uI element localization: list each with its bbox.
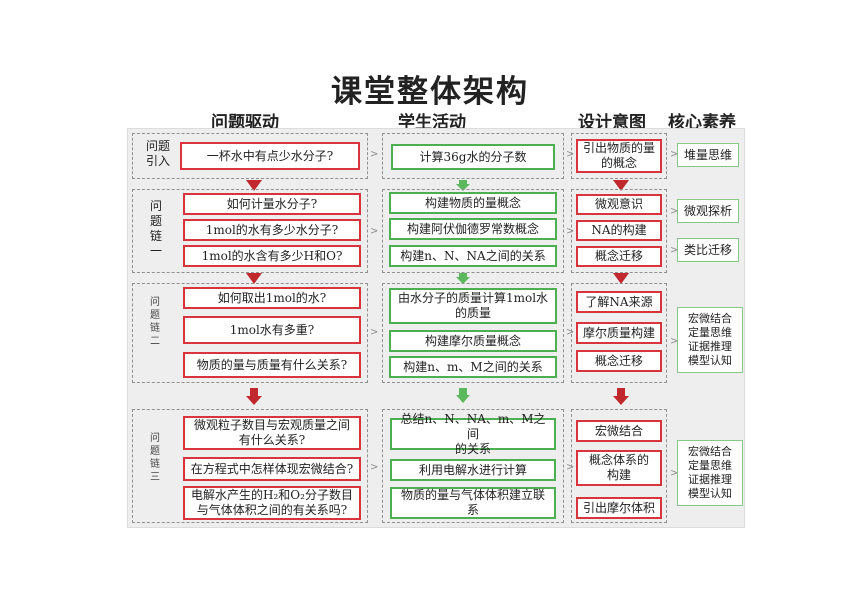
- chevron-right-icon: >: [566, 462, 575, 473]
- design-box: 摩尔质量构建: [576, 322, 662, 344]
- activity-group-intro: [382, 133, 564, 179]
- core-box: 微观探析: [677, 199, 739, 223]
- problem-box: 在方程式中怎样体现宏微结合?: [183, 457, 361, 481]
- activity-box: 计算36g水的分子数: [391, 144, 555, 170]
- activity-box: 构建物质的量概念: [389, 192, 557, 214]
- problem-group-chain-1: [132, 189, 368, 273]
- chevron-right-icon: >: [670, 336, 679, 347]
- chevron-right-icon: >: [370, 226, 379, 237]
- section-label-chain-1: 问 题 链 一: [149, 199, 162, 258]
- activity-box: 物质的量与气体体积建立联 系: [390, 487, 556, 519]
- arrow-down-icon: [246, 180, 262, 191]
- chevron-right-icon: >: [670, 149, 679, 160]
- design-group-chain-1: [571, 189, 667, 273]
- activity-group-chain-3: [382, 409, 564, 523]
- problem-box: 一杯水中有点少水分子?: [180, 142, 360, 170]
- design-box: 宏微结合: [576, 420, 662, 442]
- chevron-right-icon: >: [566, 327, 575, 338]
- design-box: 了解NA来源: [576, 291, 662, 313]
- problem-box: 物质的量与质量有什么关系?: [183, 352, 361, 378]
- problem-group-chain-3: [132, 409, 368, 523]
- problem-group-chain-2: [132, 283, 368, 383]
- page-title: 课堂整体架构: [331, 74, 529, 110]
- core-box: 类比迁移: [677, 238, 739, 262]
- arrow-down-icon: [613, 273, 629, 284]
- design-box: NA的构建: [576, 220, 662, 241]
- activity-box: 总结n、N、NA、m、M之间 的关系: [390, 412, 556, 456]
- arrow-down-icon: [456, 388, 470, 403]
- activity-box: 构建n、N、NA之间的关系: [389, 245, 557, 267]
- design-group-chain-2: [571, 283, 667, 383]
- design-box: 概念体系的 构建: [576, 450, 662, 486]
- chevron-right-icon: >: [670, 206, 679, 217]
- activity-box: 构建阿伏伽德罗常数概念: [389, 218, 557, 240]
- arrow-down-icon: [246, 273, 262, 284]
- core-box: 堆量思维: [677, 143, 739, 167]
- activity-box: 构建n、m、M之间的关系: [389, 356, 557, 378]
- section-label-intro: 问题 引入: [145, 139, 170, 168]
- activity-group-chain-2: [382, 283, 564, 383]
- arrow-down-icon: [246, 388, 262, 405]
- chevron-right-icon: >: [670, 468, 679, 479]
- problem-box: 电解水产生的H₂和O₂分子数目 与气体体积之间的有关系吗?: [183, 486, 361, 520]
- design-box: 引出物质的量 的概念: [576, 139, 662, 173]
- design-box: 概念迁移: [576, 246, 662, 267]
- chevron-right-icon: >: [370, 462, 379, 473]
- chevron-right-icon: >: [370, 149, 379, 160]
- problem-box: 微观粒子数目与宏观质量之间 有什么关系?: [183, 416, 361, 450]
- section-label-chain-2: 问 题 链 二: [150, 297, 160, 347]
- section-label-chain-3: 问 题 链 三: [150, 433, 160, 483]
- chevron-right-icon: >: [566, 149, 575, 160]
- activity-box: 由水分子的质量计算1mol水 的质量: [389, 288, 557, 324]
- arrow-down-icon: [613, 180, 629, 191]
- design-group-chain-3: [571, 409, 667, 523]
- design-box: 概念迁移: [576, 350, 662, 372]
- chevron-right-icon: >: [370, 327, 379, 338]
- problem-box: 1mol的水含有多少H和O?: [183, 245, 361, 267]
- chevron-right-icon: >: [670, 245, 679, 256]
- activity-box: 利用电解水进行计算: [390, 459, 556, 481]
- arrow-down-icon: [456, 273, 470, 284]
- design-box: 引出摩尔体积: [576, 497, 662, 519]
- design-group-intro: [571, 133, 667, 179]
- problem-group-intro: [132, 133, 368, 179]
- activity-group-chain-1: [382, 189, 564, 273]
- arrow-down-icon: [456, 180, 470, 191]
- problem-box: 1mol的水有多少水分子?: [183, 219, 361, 241]
- core-box: 宏微结合 定量思维 证据推理 模型认知: [677, 440, 743, 506]
- activity-box: 构建摩尔质量概念: [389, 330, 557, 352]
- arrow-down-icon: [613, 388, 629, 405]
- chevron-right-icon: >: [566, 226, 575, 237]
- design-box: 微观意识: [576, 194, 662, 215]
- problem-box: 1mol水有多重?: [183, 316, 361, 344]
- problem-box: 如何计量水分子?: [183, 193, 361, 215]
- core-box: 宏微结合 定量思维 证据推理 模型认知: [677, 307, 743, 373]
- problem-box: 如何取出1mol的水?: [183, 287, 361, 309]
